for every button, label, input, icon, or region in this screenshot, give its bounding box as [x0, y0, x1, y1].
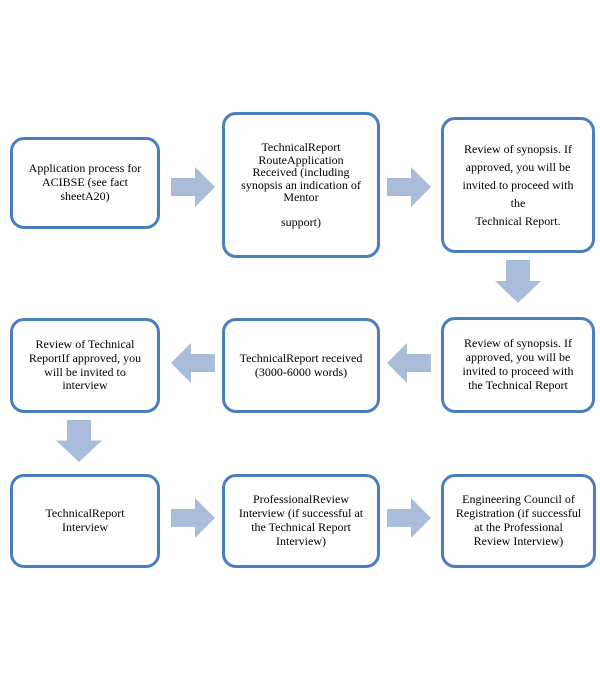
arrow-right-icon	[387, 498, 431, 538]
step-engineering-council-registration: Engineering Council of Registration (if …	[441, 474, 596, 568]
arrow-right-icon	[387, 167, 431, 207]
arrow-right-icon	[171, 167, 215, 207]
step-technical-report-review-label: Review of Technical ReportIf approved, y…	[28, 336, 142, 393]
step-professional-review-interview: ProfessionalReview Interview (if success…	[222, 474, 380, 568]
step-synopsis-review-label: Review of synopsis. If approved, you wil…	[462, 142, 574, 228]
arrow-left-icon	[171, 343, 215, 383]
step-professional-review-interview-label: ProfessionalReview Interview (if success…	[238, 492, 364, 548]
step-route-application-received-label: TechnicalReport RouteApplication Receive…	[241, 139, 361, 230]
step-synopsis-review-proceed: Review of synopsis. If approved, you wil…	[441, 317, 595, 413]
step-synopsis-review: Review of synopsis. If approved, you wil…	[441, 117, 595, 253]
step-route-application-received: TechnicalReport RouteApplication Receive…	[222, 112, 380, 258]
step-synopsis-review-proceed-label: Review of synopsis. If approved, you wil…	[462, 336, 574, 392]
arrow-right-icon	[171, 498, 215, 538]
step-engineering-council-registration-label: Engineering Council of Registration (if …	[455, 492, 582, 548]
step-technical-report-received-label: TechnicalReport received (3000-6000 word…	[239, 350, 363, 379]
step-application-process-label: Application process for ACIBSE (see fact…	[28, 161, 142, 203]
arrow-down-icon	[56, 420, 102, 462]
step-technical-report-interview: TechnicalReport Interview	[10, 474, 160, 568]
arrow-down-icon	[495, 260, 541, 303]
arrow-left-icon	[387, 343, 431, 383]
step-application-process: Application process for ACIBSE (see fact…	[10, 137, 160, 229]
step-technical-report-received: TechnicalReport received (3000-6000 word…	[222, 318, 380, 413]
step-technical-report-review: Review of Technical ReportIf approved, y…	[10, 318, 160, 413]
step-technical-report-interview-label: TechnicalReport Interview	[45, 506, 125, 534]
